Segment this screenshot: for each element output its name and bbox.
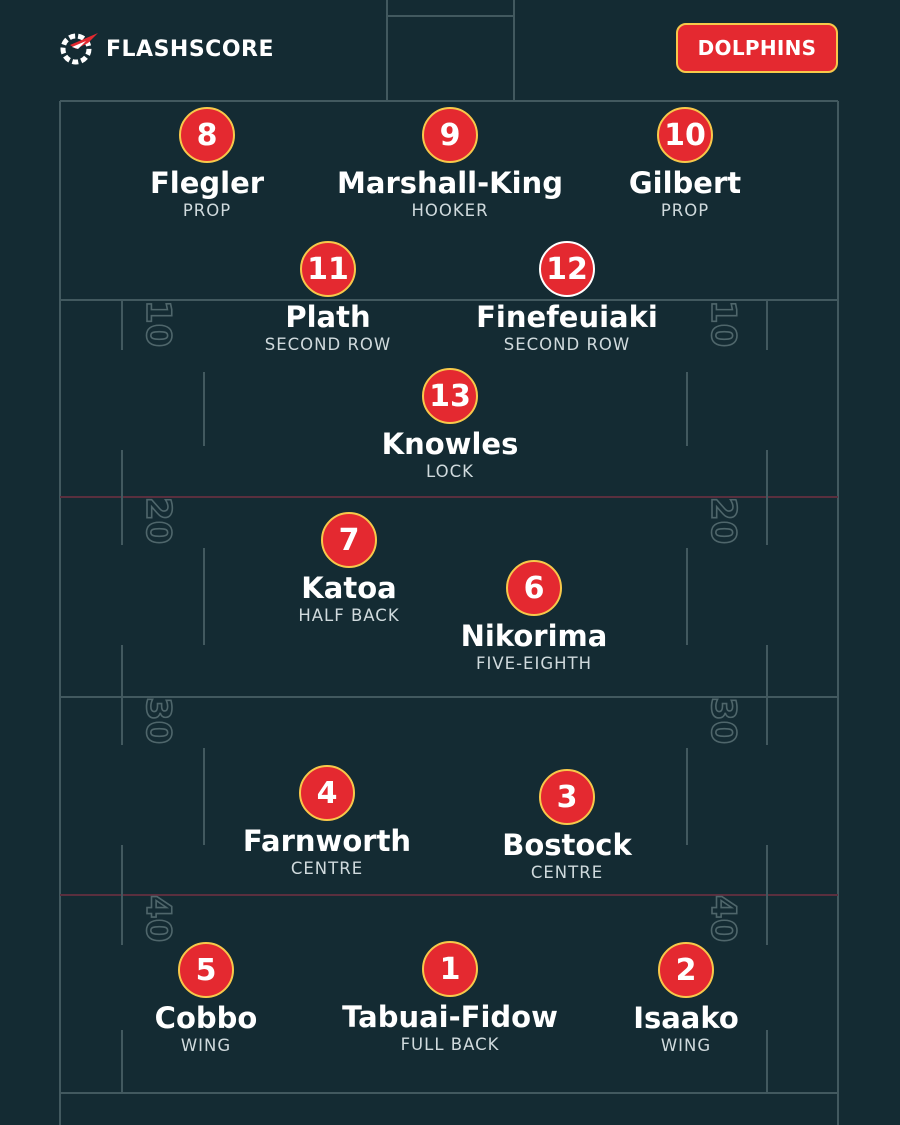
jersey-number: 8 (179, 107, 235, 163)
player-position: WING (180, 1036, 232, 1055)
yard-marker-40-left: 40 (138, 895, 178, 942)
player-position: HALF BACK (298, 606, 400, 625)
yard-marker-30-left: 30 (138, 697, 178, 744)
player-name: Gilbert (628, 166, 742, 200)
player-position: FULL BACK (400, 1035, 500, 1054)
yard-marker-10-left: 10 (138, 300, 178, 347)
yard-marker-20-left: 20 (138, 497, 178, 544)
player-name: Finefeuiaki (476, 300, 658, 334)
player-card: 4 Farnworth CENTRE (207, 765, 447, 879)
player-position: SECOND ROW (503, 335, 631, 354)
player-position: HOOKER (411, 201, 489, 220)
player-card: 5 Cobbo WING (86, 942, 326, 1056)
yard-marker-20-right: 20 (703, 497, 743, 544)
flashscore-logo-icon (60, 33, 98, 65)
player-card: 9 Marshall-King HOOKER (330, 107, 570, 221)
player-card: 12 Finefeuiaki SECOND ROW (447, 241, 687, 355)
player-card: 7 Katoa HALF BACK (229, 512, 469, 626)
player-card: 1 Tabuai-Fidow FULL BACK (330, 941, 570, 1055)
yard-marker-30-right: 30 (703, 697, 743, 744)
player-card: 8 Flegler PROP (87, 107, 327, 221)
player-name: Bostock (502, 828, 632, 862)
jersey-number: 11 (300, 241, 356, 297)
jersey-number: 2 (658, 942, 714, 998)
player-card: 10 Gilbert PROP (565, 107, 805, 221)
jersey-number: 13 (422, 368, 478, 424)
player-name: Tabuai-Fidow (342, 1000, 558, 1034)
brand-name: FLASHSCORE (106, 36, 274, 62)
yard-marker-10-right: 10 (703, 300, 743, 347)
player-name: Nikorima (460, 619, 608, 653)
jersey-number: 5 (178, 942, 234, 998)
jersey-number: 9 (422, 107, 478, 163)
player-position: PROP (182, 201, 232, 220)
player-card: 13 Knowles LOCK (330, 368, 570, 482)
player-position: FIVE-EIGHTH (476, 654, 592, 673)
player-name: Farnworth (242, 824, 412, 858)
jersey-number: 12 (539, 241, 595, 297)
player-card: 11 Plath SECOND ROW (208, 241, 448, 355)
player-position: CENTRE (290, 859, 364, 878)
player-position: PROP (660, 201, 710, 220)
flashscore-logo: FLASHSCORE (58, 30, 274, 68)
jersey-number: 10 (657, 107, 713, 163)
player-card: 2 Isaako WING (566, 942, 806, 1056)
team-badge: DOLPHINS (676, 23, 838, 73)
player-name: Marshall-King (337, 166, 563, 200)
jersey-number: 7 (321, 512, 377, 568)
player-name: Katoa (301, 571, 397, 605)
jersey-number: 6 (506, 560, 562, 616)
jersey-number: 1 (422, 941, 478, 997)
player-card: 3 Bostock CENTRE (447, 769, 687, 883)
player-position: CENTRE (530, 863, 604, 882)
jersey-number: 4 (299, 765, 355, 821)
player-name: Knowles (381, 427, 519, 461)
jersey-number: 3 (539, 769, 595, 825)
player-name: Flegler (149, 166, 265, 200)
player-position: SECOND ROW (264, 335, 392, 354)
player-name: Isaako (633, 1001, 739, 1035)
player-name: Cobbo (154, 1001, 258, 1035)
player-card: 6 Nikorima FIVE-EIGHTH (414, 560, 654, 674)
yard-marker-40-right: 40 (703, 895, 743, 942)
player-position: LOCK (426, 462, 474, 481)
player-name: Plath (285, 300, 371, 334)
player-position: WING (660, 1036, 712, 1055)
